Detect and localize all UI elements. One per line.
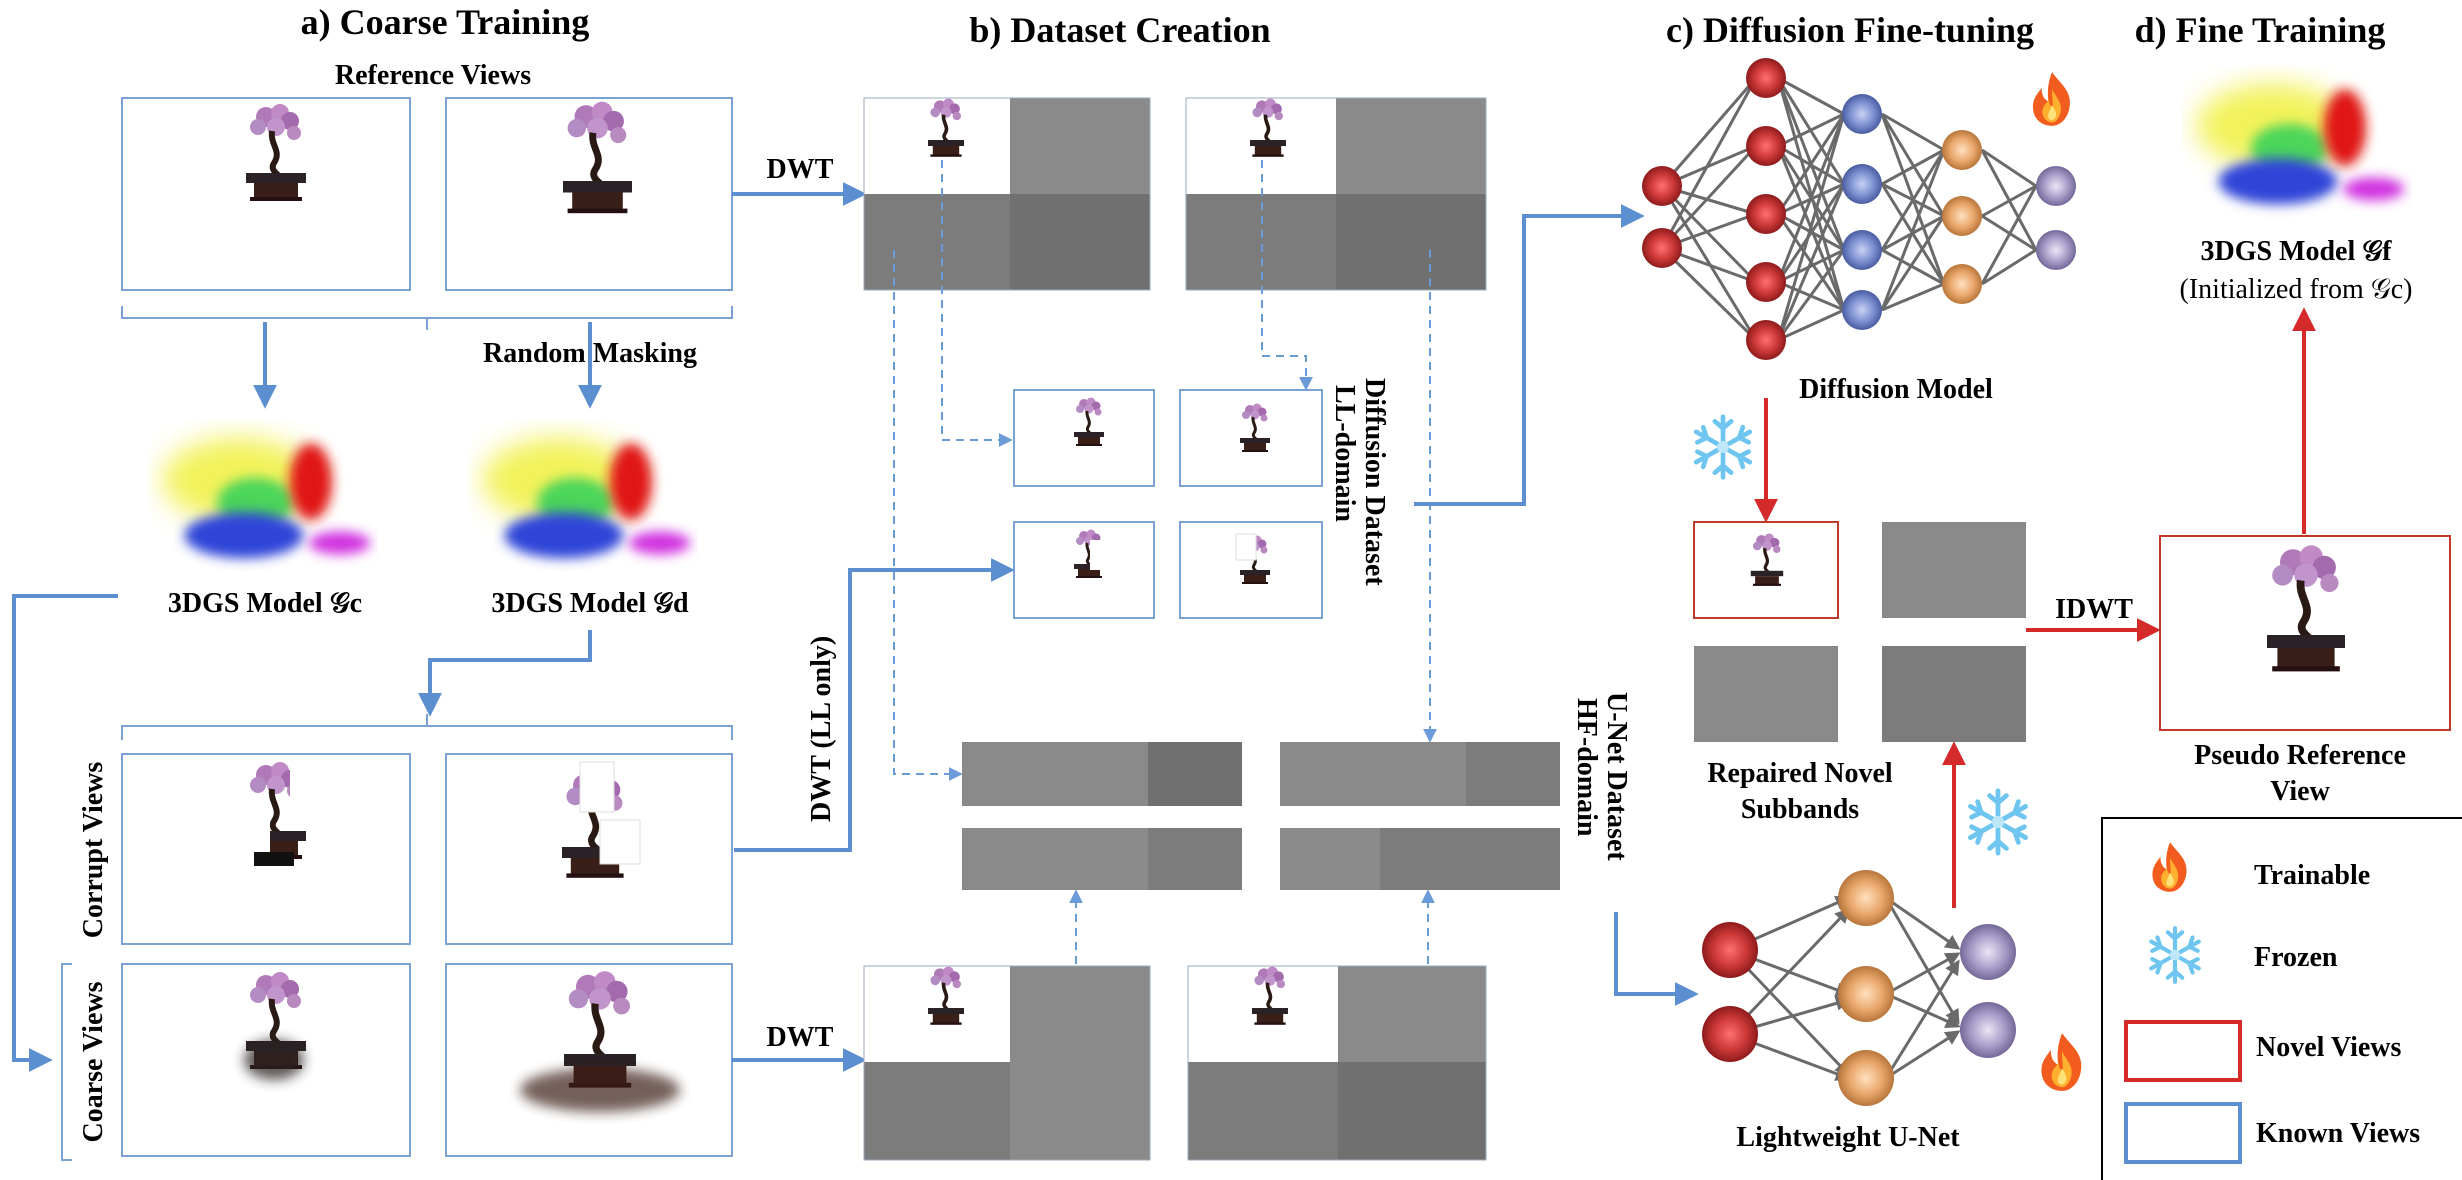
idwt-label: IDWT	[2055, 594, 2133, 625]
gaussian-model-d	[482, 438, 690, 559]
ll-dataset-corrupt-2	[1179, 521, 1323, 619]
unet-network	[1702, 870, 2016, 1106]
hf-domain-label-2: U-Net Dataset	[1601, 692, 1632, 861]
pseudo-reference-view	[2159, 535, 2451, 731]
subband-grid-top-1	[863, 97, 1151, 291]
dash-top2-to-ll	[1261, 160, 1313, 391]
hf-dataset-strip-1	[962, 742, 1242, 806]
pseudo-ref-label-1: Pseudo Reference	[2194, 740, 2406, 771]
diffusion-flame-icon	[2032, 72, 2070, 126]
init-from-label: (Initialized from 𝒢c)	[2180, 274, 2413, 305]
subband-grid-bottom-2	[1187, 965, 1487, 1161]
legend-blue-box	[2124, 1102, 2242, 1164]
arrow-hf-to-unet	[1614, 912, 1699, 1006]
hf-dataset-strip-2	[1280, 742, 1560, 806]
legend-known-views: Known Views	[2256, 1118, 2420, 1149]
repaired-hf-subband-1	[1882, 522, 2026, 618]
repaired-hf-subband-3	[1882, 646, 2026, 742]
repaired-label-1: Repaired Novel	[1707, 758, 1893, 789]
gaussian-model-c	[162, 438, 370, 559]
ll-domain-label-1: LL-domain	[1329, 385, 1360, 522]
legend: Trainable Frozen Novel Views Known Views	[2101, 817, 2462, 1180]
legend-flame-icon	[2152, 842, 2187, 892]
hf-dataset-strip-4	[1280, 828, 1560, 890]
dash-top1-to-ll	[941, 160, 1013, 447]
arrow-dwt-ll-only	[734, 558, 1015, 852]
section-title-a: a) Coarse Training	[301, 2, 590, 42]
legend-frozen: Frozen	[2254, 942, 2338, 973]
diffusion-network	[1642, 58, 2076, 360]
hf-domain-label-1: HF-domain	[1571, 698, 1602, 837]
legend-trainable: Trainable	[2254, 860, 2370, 891]
corrupt-views-label: Corrupt Views	[78, 762, 109, 939]
dwt-top-label: DWT	[767, 154, 834, 185]
coarse-views-label: Coarse Views	[78, 981, 109, 1142]
coarse-brace	[61, 963, 72, 1161]
corrupt-view-2	[445, 753, 733, 945]
unet-snowflake-icon	[1970, 791, 2025, 853]
unet-label: Lightweight U-Net	[1736, 1122, 1960, 1153]
model-f-label: 3DGS Model 𝒢f	[2200, 236, 2392, 267]
subband-grid-top-2	[1185, 97, 1487, 291]
dwt-bottom-label: DWT	[767, 1022, 834, 1053]
section-title-d: d) Fine Training	[2135, 10, 2386, 50]
coarse-view-1	[121, 963, 411, 1157]
repaired-label-2: Subbands	[1741, 794, 1859, 825]
diffusion-model-label: Diffusion Model	[1799, 374, 1993, 405]
dwt-ll-only-label: DWT (LL only)	[806, 636, 837, 822]
gaussian-model-f	[2196, 84, 2404, 205]
hf-dataset-strip-3	[962, 828, 1242, 890]
reference-views-label: Reference Views	[335, 60, 531, 91]
dash-top1-to-hf	[893, 250, 963, 781]
pseudo-ref-label-2: View	[2270, 776, 2330, 807]
model-d-label: 3DGS Model 𝒢d	[491, 588, 689, 619]
repaired-hf-subband-2	[1694, 646, 1838, 742]
unet-flame-icon	[2041, 1033, 2082, 1091]
reference-brace	[121, 306, 733, 330]
arrow-model-c-to-coarse	[12, 594, 118, 1072]
ll-dataset-clean-1	[1013, 389, 1155, 487]
legend-red-box	[2124, 1020, 2242, 1082]
ll-dataset-corrupt-1	[1013, 521, 1155, 619]
corrupt-brace	[121, 714, 733, 740]
section-title-b: b) Dataset Creation	[969, 10, 1270, 50]
arrow-to-corrupt-views	[418, 630, 592, 717]
reference-view-1	[121, 97, 411, 291]
coarse-view-2	[445, 963, 733, 1157]
ll-dataset-clean-2	[1179, 389, 1323, 487]
legend-novel-views: Novel Views	[2256, 1032, 2402, 1063]
corrupt-view-1	[121, 753, 411, 945]
reference-view-2	[445, 97, 733, 291]
section-title-c: c) Diffusion Fine-tuning	[1666, 10, 2034, 50]
subband-grid-bottom-1	[863, 965, 1151, 1161]
legend-snowflake-icon	[2151, 928, 2199, 982]
repaired-ll-subband	[1693, 521, 1839, 619]
arrow-ll-to-diffusion	[1414, 204, 1645, 506]
diffusion-snowflake-icon	[1696, 417, 1750, 478]
model-c-label: 3DGS Model 𝒢c	[168, 588, 362, 619]
ll-domain-label-2: Diffusion Dataset	[1359, 378, 1390, 586]
